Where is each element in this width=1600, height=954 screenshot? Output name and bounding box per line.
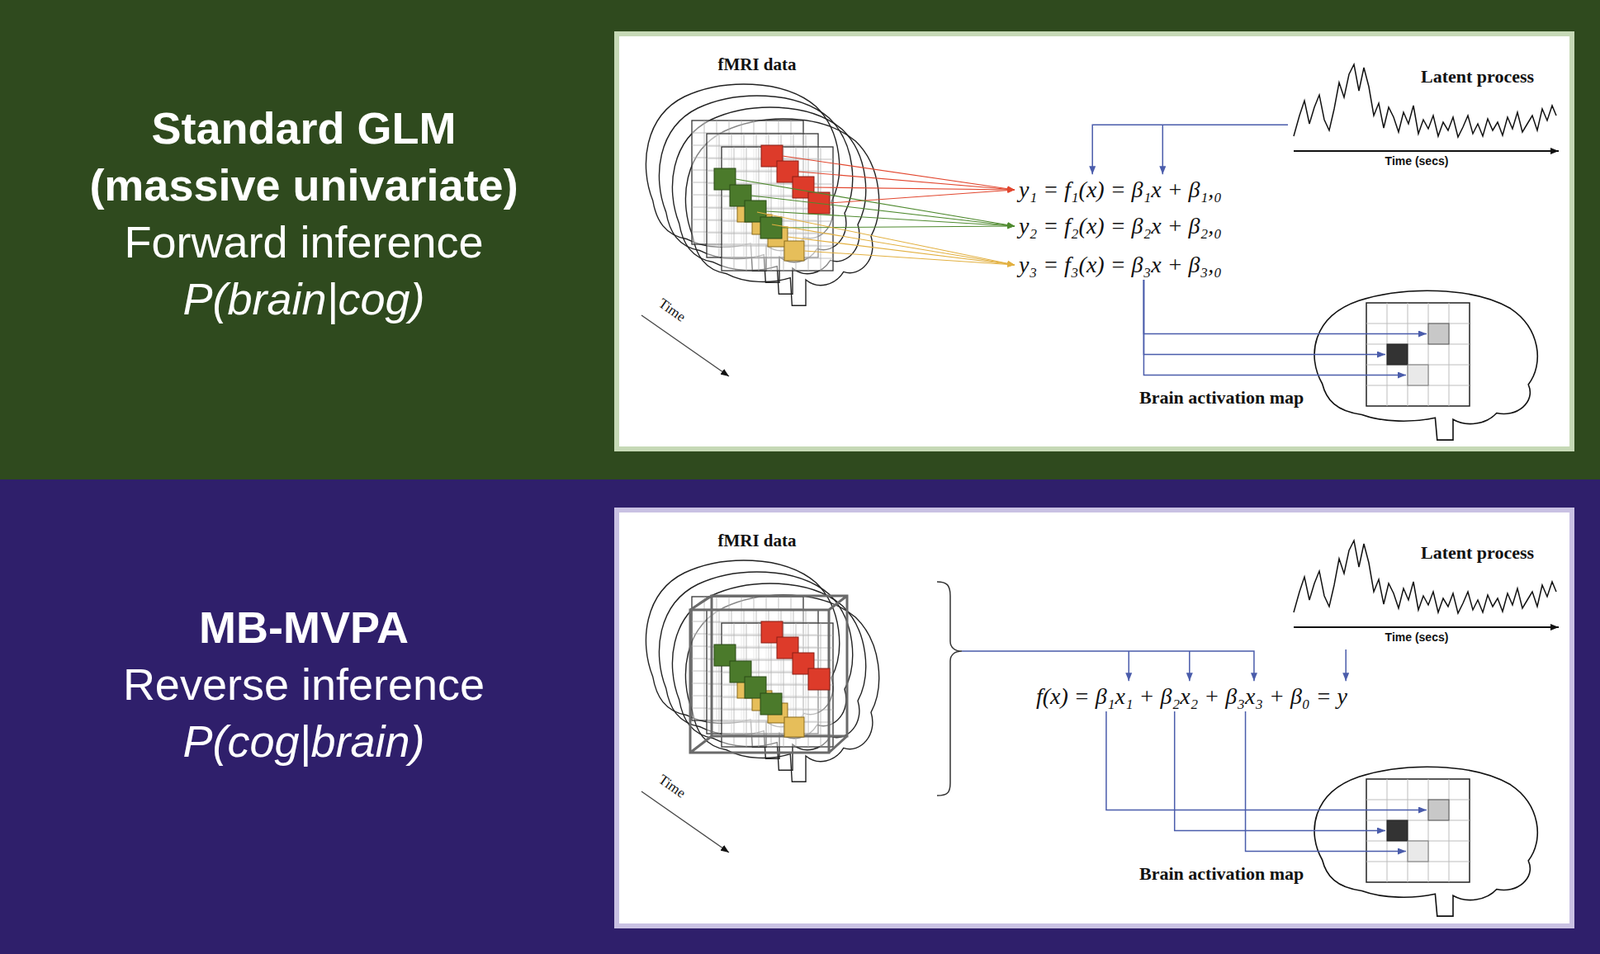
map-grid	[1366, 779, 1470, 883]
purple-band	[0, 479, 1600, 954]
fmri-volume-figure	[631, 49, 888, 380]
brain-outline	[1314, 766, 1538, 917]
label-holder: Time	[654, 778, 689, 796]
voxel-set	[714, 145, 830, 261]
connector-line	[814, 187, 1015, 190]
searchlight-cube	[690, 596, 848, 753]
connector	[1345, 649, 1347, 682]
band-subtitle: Forward inference	[72, 213, 535, 271]
latent-process-plot: Latent processTime (secs)	[1287, 57, 1566, 174]
active-voxel	[1428, 800, 1449, 821]
equation-text: y₃ = f₃(x) = β₃x + β₃,₀	[1015, 250, 1226, 280]
connector-line	[1344, 649, 1347, 682]
label-holder: Brain activation map	[1136, 863, 1307, 886]
brain-outline	[1314, 290, 1538, 441]
connector-line	[1143, 279, 1386, 356]
time-arrow	[641, 791, 729, 853]
latent-process-plot: Latent processTime (secs)	[1287, 534, 1566, 650]
axis-label: Time	[653, 770, 692, 804]
brain-slice-outline	[672, 107, 866, 294]
brain-slice-outline	[685, 595, 879, 782]
label-holder: Brain activation map	[1136, 387, 1307, 409]
label-holder: Time	[654, 302, 689, 319]
curly-bracket	[937, 582, 962, 796]
active-voxel	[1428, 323, 1449, 345]
band-heading: MB-MVPA	[72, 599, 535, 657]
label-holder: Time (secs)	[1375, 153, 1458, 169]
connector-line	[961, 651, 1255, 682]
brain-slice-outline	[672, 583, 866, 771]
green-band	[0, 0, 1600, 480]
connector	[961, 651, 1255, 682]
fmri-volume-figure	[631, 525, 962, 857]
figure-title: fMRI data	[714, 530, 799, 552]
time-arrow	[641, 315, 729, 377]
brain-activation-map: Brain activation map	[1126, 759, 1565, 921]
active-voxel	[1386, 344, 1408, 365]
model-equation: y₁ = f₁(x) = β₁x + β₁,₀	[1015, 175, 1226, 205]
active-voxel	[1407, 364, 1429, 386]
connector-line	[1174, 711, 1386, 832]
brain-activation-map: Brain activation map	[1126, 283, 1565, 446]
map-grid	[1366, 302, 1470, 407]
label-holder: Time (secs)	[1375, 629, 1458, 645]
axis-label: Time (secs)	[1382, 154, 1452, 169]
equation-text: y₁ = f₁(x) = β₁x + β₁,₀	[1015, 175, 1226, 205]
time-axis	[1293, 150, 1559, 152]
band-subtitle: Reverse inference	[72, 656, 535, 714]
figure-panel	[616, 510, 1572, 927]
band-text-column: Standard GLM (massive univariate)Forward…	[72, 99, 535, 328]
activation-map-figure	[1126, 759, 1565, 923]
model-equation: y₃ = f₃(x) = β₃x + β₃,₀	[1015, 250, 1226, 280]
label-holder: fMRI data	[674, 530, 840, 552]
figure-title: Brain activation map	[1136, 863, 1307, 886]
method-band: fMRI dataTime Latent processTime (secs) y…	[0, 0, 1600, 480]
connector-line	[1092, 124, 1288, 175]
time-axis	[1293, 626, 1559, 629]
band-text-column: MB-MVPAReverse inferenceP(cog|brain)	[72, 599, 535, 771]
fmri-data-figure: fMRI dataTime	[631, 49, 888, 380]
band-subtitle: P(brain|cog)	[72, 270, 535, 328]
equation-text: f(x) = β₁x₁ + β₂x₂ + β₃x₃ + β₀ = y	[1032, 681, 1351, 712]
activation-map-figure	[1126, 283, 1565, 446]
band-subtitle: P(cog|brain)	[72, 713, 535, 771]
figure-panel	[616, 33, 1572, 450]
label-holder: fMRI data	[674, 54, 840, 76]
label-holder: Latent process	[1418, 66, 1537, 88]
connector-line	[1128, 651, 1131, 682]
connector	[1092, 124, 1288, 175]
connector-line	[829, 189, 1015, 204]
connector-line	[804, 250, 1015, 266]
method-band: fMRI dataTime Latent processTime (secs) f…	[0, 479, 1600, 954]
model-equation: f(x) = β₁x₁ + β₂x₂ + β₃x₃ + β₀ = y	[1032, 681, 1351, 712]
voxel-set	[714, 621, 830, 738]
brain-slice-outline	[685, 118, 879, 306]
signal-trace	[1293, 540, 1557, 614]
signal-trace	[1293, 64, 1557, 138]
connector-line	[1162, 124, 1165, 175]
axis-label: Time (secs)	[1382, 630, 1452, 645]
figure-title: Latent process	[1418, 66, 1537, 88]
band-heading: Standard GLM (massive univariate)	[72, 99, 535, 214]
equation-text: y₂ = f₂(x) = β₂x + β₂,₀	[1015, 211, 1226, 242]
label-holder: Latent process	[1418, 542, 1537, 564]
fmri-data-figure: fMRI dataTime	[631, 525, 962, 857]
connector-line	[1188, 651, 1191, 682]
figure-title: Latent process	[1418, 542, 1537, 564]
active-voxel	[1407, 841, 1429, 862]
active-voxel	[1386, 820, 1408, 842]
axis-label: Time	[653, 293, 692, 327]
figure-title: fMRI data	[714, 54, 799, 76]
figure-title: Brain activation map	[1136, 387, 1307, 409]
model-equation: y₂ = f₂(x) = β₂x + β₂,₀	[1015, 211, 1226, 242]
